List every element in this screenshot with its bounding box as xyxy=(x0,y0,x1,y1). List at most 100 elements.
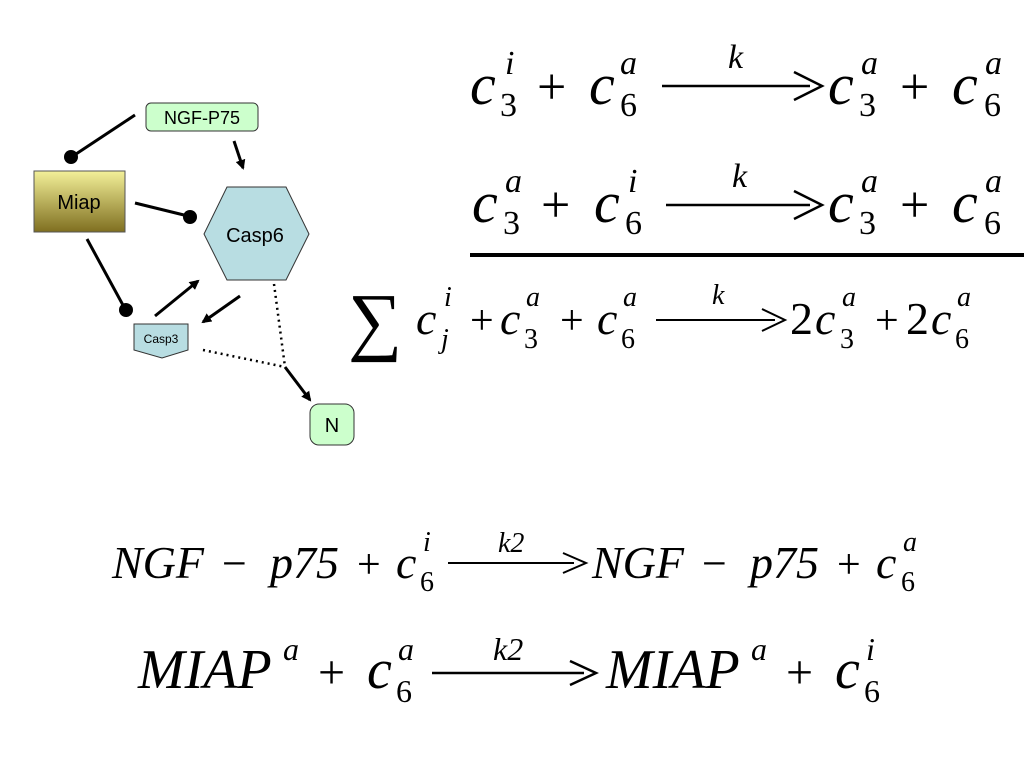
equation-1: c i 3 + c a 6 k c a 3 + c a 6 xyxy=(470,39,1002,124)
eq1-rate-k: k xyxy=(728,39,744,76)
eq1-sup-3: a xyxy=(861,45,878,82)
eq2-c-4: c xyxy=(952,170,978,235)
eq3-plus-3: + xyxy=(875,298,899,344)
eq3-c-1: c xyxy=(416,293,436,344)
eq1-sub-4: 6 xyxy=(984,87,1001,124)
eq4-sup-2: a xyxy=(903,527,917,558)
eq3-sup-4: a xyxy=(842,282,856,313)
eq3-sup-5: a xyxy=(957,282,971,313)
edge-ngf-activates-casp6 xyxy=(232,140,246,170)
eq5-miap-2: MIAP xyxy=(605,639,740,701)
eq1-sup-4: a xyxy=(985,45,1002,82)
node-ngf-p75-label: NGF-P75 xyxy=(164,108,240,128)
eq2-c-1: c xyxy=(472,170,498,235)
eq5-c-2: c xyxy=(835,639,860,701)
eq1-c-2: c xyxy=(589,52,615,117)
eq2-sup-3: a xyxy=(861,163,878,200)
eq2-sub-3: 3 xyxy=(859,205,876,242)
node-n-label: N xyxy=(325,415,339,437)
eq1-c-3: c xyxy=(828,52,854,117)
eq4-ngf-2: NGF xyxy=(591,537,685,588)
edge-miap-inhibits-casp6-head xyxy=(183,210,197,224)
eq3-coef-1: 2 xyxy=(790,293,813,344)
eq3-c-4: c xyxy=(815,293,835,344)
eq2-plus-2: + xyxy=(900,177,929,234)
eq2-rate-k: k xyxy=(732,158,748,195)
eq5-miap-1: MIAP xyxy=(137,639,272,701)
eq3-sup-2: a xyxy=(526,282,540,313)
eq3-c-3: c xyxy=(597,293,617,344)
eq3-sup-1: i xyxy=(444,282,452,313)
eq2-sup-4: a xyxy=(985,163,1002,200)
eq3-sub-3: 6 xyxy=(621,324,635,355)
eq1-plus-2: + xyxy=(900,59,929,116)
eq3-coef-2: 2 xyxy=(906,293,929,344)
node-ngf-p75[interactable]: NGF-P75 xyxy=(145,102,259,132)
eq4-sub-1: 6 xyxy=(420,567,434,598)
eq5-sup-3: a xyxy=(751,631,767,667)
edge-ngf-inhibits-miap xyxy=(72,113,136,158)
node-casp3[interactable]: Casp3 xyxy=(133,323,189,359)
eq2-sub-4: 6 xyxy=(984,205,1001,242)
eq3-sub-2: 3 xyxy=(524,324,538,355)
eq3-arrow-head xyxy=(761,308,788,332)
edge-miap-inhibits-casp3-head xyxy=(119,303,133,317)
eq4-minus-2: − xyxy=(702,539,727,588)
equation-miap: MIAP a + c a 6 k2 MIAP a + c i 6 xyxy=(137,631,880,709)
edge-miap-inhibits-casp6 xyxy=(134,201,189,218)
eq4-c-2: c xyxy=(876,537,896,588)
eq5-plus-2: + xyxy=(786,646,813,699)
node-miap[interactable]: Miap xyxy=(33,170,126,233)
eq2-sub-2: 6 xyxy=(625,205,642,242)
node-casp6-label: Casp6 xyxy=(226,225,284,247)
eq2-sup-2: i xyxy=(628,163,637,200)
eq1-sub-3: 3 xyxy=(859,87,876,124)
eq1-arrow-head xyxy=(793,70,825,102)
eq3-c-2: c xyxy=(500,293,520,344)
eq3-plus-2: + xyxy=(560,298,584,344)
eq2-c-3: c xyxy=(828,170,854,235)
node-casp3-label: Casp3 xyxy=(144,332,179,346)
eq1-sup-2: a xyxy=(620,45,637,82)
edge-casp6-to-n xyxy=(272,283,287,368)
diagram-edges xyxy=(64,113,312,402)
node-miap-label: Miap xyxy=(57,192,100,214)
eq3-sup-3: a xyxy=(623,282,637,313)
eq4-plus-1: + xyxy=(357,542,381,588)
eq2-c-2: c xyxy=(594,170,620,235)
eq1-c-4: c xyxy=(952,52,978,117)
eq5-sup-2: a xyxy=(398,631,414,667)
eq5-rate-k2: k2 xyxy=(493,631,523,667)
eq4-plus-2: + xyxy=(837,542,861,588)
eq2-sup-1: a xyxy=(505,163,522,200)
eq1-sub-1: 3 xyxy=(500,87,517,124)
eq3-sum-symbol: ∑ xyxy=(348,279,402,363)
eq5-sup-1: a xyxy=(283,631,299,667)
eq1-sup-1: i xyxy=(505,45,514,82)
eq5-sup-4: i xyxy=(866,631,875,667)
eq3-sub-5: 6 xyxy=(955,324,969,355)
eq3-rate-k: k xyxy=(712,280,725,311)
eq4-p75-1: p75 xyxy=(267,537,339,588)
eq1-sub-2: 6 xyxy=(620,87,637,124)
edge-casp3-activates-casp6 xyxy=(154,279,200,318)
eq2-plus-1: + xyxy=(541,177,570,234)
node-n[interactable]: N xyxy=(309,403,355,446)
eq3-c-5: c xyxy=(931,293,951,344)
eq5-arrow-head xyxy=(569,659,599,687)
equation-ngf: NGF − p75 + c i 6 k2 NGF − p75 + c a 6 xyxy=(111,527,917,598)
node-casp6[interactable]: Casp6 xyxy=(203,186,310,281)
edge-ngf-inhibits-miap-head xyxy=(64,150,78,164)
eq5-plus-1: + xyxy=(318,646,345,699)
edge-casp6-activates-casp3 xyxy=(201,294,241,324)
equation-2: c a 3 + c i 6 k c a 3 + c a 6 xyxy=(472,158,1002,242)
edge-miap-inhibits-casp3 xyxy=(85,238,126,308)
eq4-sup-1: i xyxy=(423,527,431,558)
equation-sum: ∑ c i j + c a 3 + c a 6 k 2 c a 3 + 2 c … xyxy=(348,279,971,363)
eq4-arrow-head xyxy=(562,552,589,574)
edge-merge-to-n xyxy=(283,366,312,402)
eq4-c-1: c xyxy=(396,537,416,588)
eq2-sub-1: 3 xyxy=(503,205,520,242)
eq4-rate-k2: k2 xyxy=(498,528,524,559)
